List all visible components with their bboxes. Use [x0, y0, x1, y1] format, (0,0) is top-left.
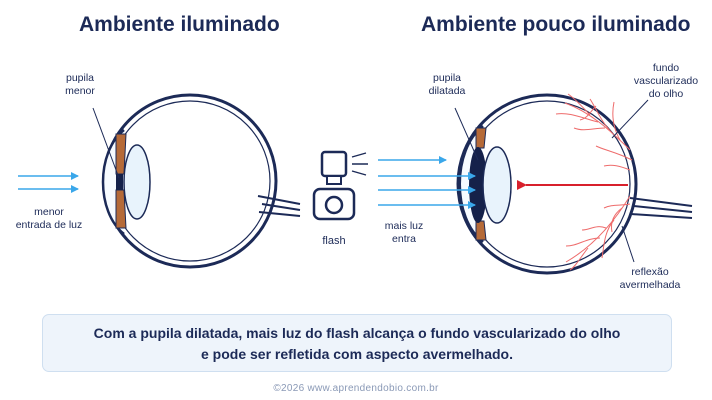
left-eye: [18, 93, 301, 269]
left-title: Ambiente iluminado: [79, 13, 280, 36]
right-title: Ambiente pouco iluminado: [421, 13, 691, 36]
right-pupil-pointer: [454, 107, 479, 161]
caption-box: Com a pupila dilatada, mais luz do flash…: [42, 314, 672, 372]
reflection-pointer: [621, 225, 635, 263]
footer-credit: ©2026 www.aprendendobio.com.br: [273, 383, 439, 394]
left-pupil-small: [116, 174, 123, 190]
right-eye: [378, 93, 693, 275]
fundus-blood-vessels: [555, 93, 633, 271]
caption-line: Com a pupila dilatada, mais luz do flash…: [93, 325, 621, 341]
flash-burst-lines: [351, 152, 368, 176]
right-optic-nerve: [629, 197, 693, 219]
left-lens: [123, 144, 151, 220]
flash-camera-icon: [312, 150, 368, 221]
left-pupil-pointer: [92, 107, 120, 179]
right-lens: [482, 146, 512, 224]
left-optic-nerve: [257, 195, 301, 217]
caption-line: e pode ser refletida com aspecto avermel…: [200, 346, 513, 362]
fundus-pointer: [611, 99, 649, 139]
flash-label: flash: [322, 235, 346, 247]
right-iris-lower: [475, 220, 487, 241]
right-iris-upper: [475, 127, 487, 149]
